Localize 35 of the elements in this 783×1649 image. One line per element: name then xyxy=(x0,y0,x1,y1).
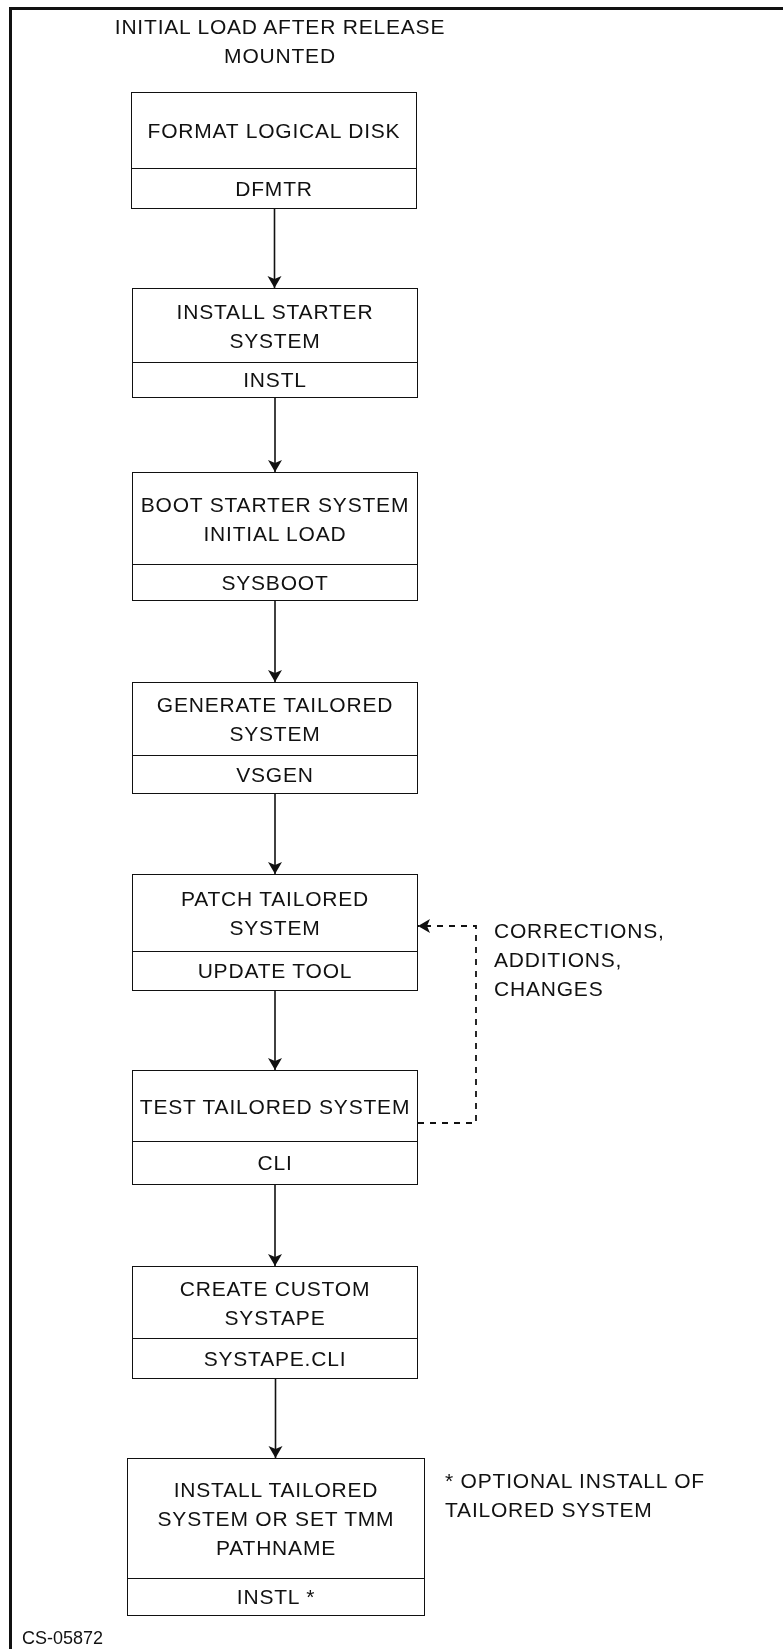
arrow xyxy=(268,397,282,473)
program-name: VSGEN xyxy=(236,762,314,787)
program-name: CLI xyxy=(257,1151,293,1175)
process-box xyxy=(132,288,418,398)
step-name: FORMAT LOGICAL DISK xyxy=(147,118,401,144)
process-box xyxy=(132,1266,418,1379)
figure-number: CS-05872 xyxy=(22,1628,105,1648)
program-name: INSTL xyxy=(243,368,307,392)
step-name: GENERATE TAILORED SYSTEM xyxy=(155,692,395,747)
arrow xyxy=(268,1184,282,1267)
program-name: INSTL * xyxy=(236,1585,316,1609)
program-name: SYSBOOT xyxy=(221,570,329,595)
arrow xyxy=(268,990,282,1071)
dashed-arrow xyxy=(417,919,477,1124)
arrow xyxy=(267,208,282,289)
arrow xyxy=(268,793,282,875)
process-box xyxy=(132,682,418,794)
arrow xyxy=(268,600,282,683)
program-name: UPDATE TOOL xyxy=(197,959,353,983)
diagram-title: INITIAL LOAD AFTER RELEASE MOUNTED xyxy=(113,14,447,69)
program-name: SYSTAPE.CLI xyxy=(203,1346,347,1371)
process-box xyxy=(127,1458,425,1616)
step-name: BOOT STARTER SYSTEM INITIAL LOAD xyxy=(139,491,411,547)
program-name: DFMTR xyxy=(235,176,313,201)
footnote-text: * OPTIONAL INSTALL OF TAILORED SYSTEM xyxy=(445,1468,706,1523)
process-box xyxy=(132,874,418,991)
step-name: TEST TAILORED SYSTEM xyxy=(139,1093,411,1120)
step-name: PATCH TAILORED SYSTEM xyxy=(179,886,371,941)
step-name: INSTALL TAILORED SYSTEM OR SET TMM PATHNAME xyxy=(156,1477,396,1561)
process-box xyxy=(131,92,417,209)
arrow xyxy=(268,1378,283,1459)
process-box xyxy=(132,472,418,601)
process-box xyxy=(132,1070,418,1185)
step-name: INSTALL STARTER SYSTEM xyxy=(175,298,375,354)
step-name: CREATE CUSTOM SYSTAPE xyxy=(178,1275,372,1331)
